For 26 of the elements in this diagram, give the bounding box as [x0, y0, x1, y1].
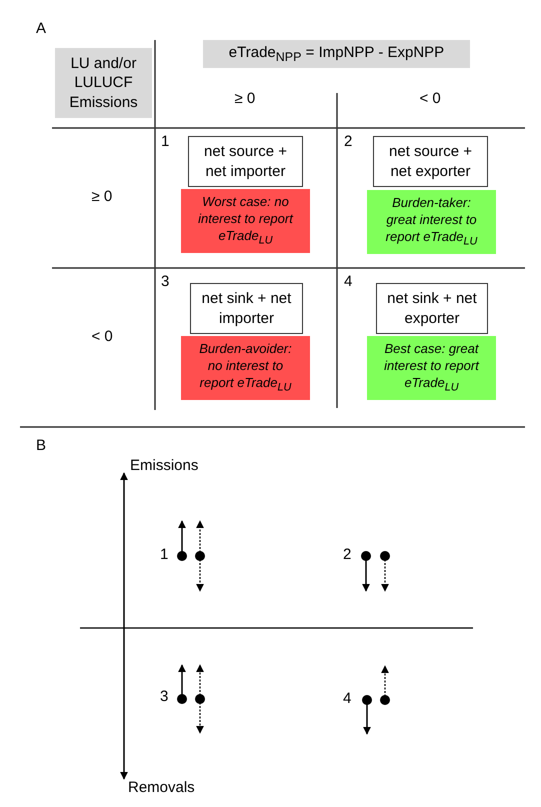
formula-header: eTrade$_{NPP}$ = ImpNPP - ExpNPP [203, 40, 470, 68]
assessment-box: Burden-taker: great interest to report eTrade$_{LU}$ [367, 190, 496, 254]
quadrant-number: 2 [344, 133, 352, 151]
quadrant-number: 3 [160, 688, 168, 706]
quadrant-number: 4 [343, 690, 352, 708]
quadrant-number: 1 [161, 133, 170, 151]
category-box: net source + net exporter [373, 136, 488, 187]
category-box: net sink + net exporter [376, 283, 488, 334]
column-header: < 0 [420, 90, 441, 108]
panel-letter: A [36, 20, 46, 38]
axis-label: Emissions [130, 457, 198, 475]
category-box: net source + net importer [188, 136, 303, 187]
quadrant-number: 1 [160, 546, 168, 564]
row-header: < 0 [92, 328, 113, 346]
axis-label: Removals [128, 779, 195, 797]
column-header: ≥ 0 [234, 90, 256, 108]
quadrant-number: 2 [343, 546, 352, 564]
quadrant-number: 3 [161, 273, 170, 291]
category-box: net sink + net importer [190, 283, 303, 334]
assessment-box: Burden-avoider: no interest to report eTrade$_{LU}$ [181, 336, 310, 400]
row-header: ≥ 0 [92, 188, 112, 206]
panel-letter: B [36, 437, 46, 455]
assessment-box: Best case: great interest to report eTrade$_{LU}$ [367, 336, 496, 400]
header-cell: LU and/or LULUCF Emissions [55, 48, 152, 118]
assessment-box: Worst case: no interest to report eTrade$_{LU}$ [181, 189, 310, 253]
quadrant-number: 4 [344, 273, 352, 291]
